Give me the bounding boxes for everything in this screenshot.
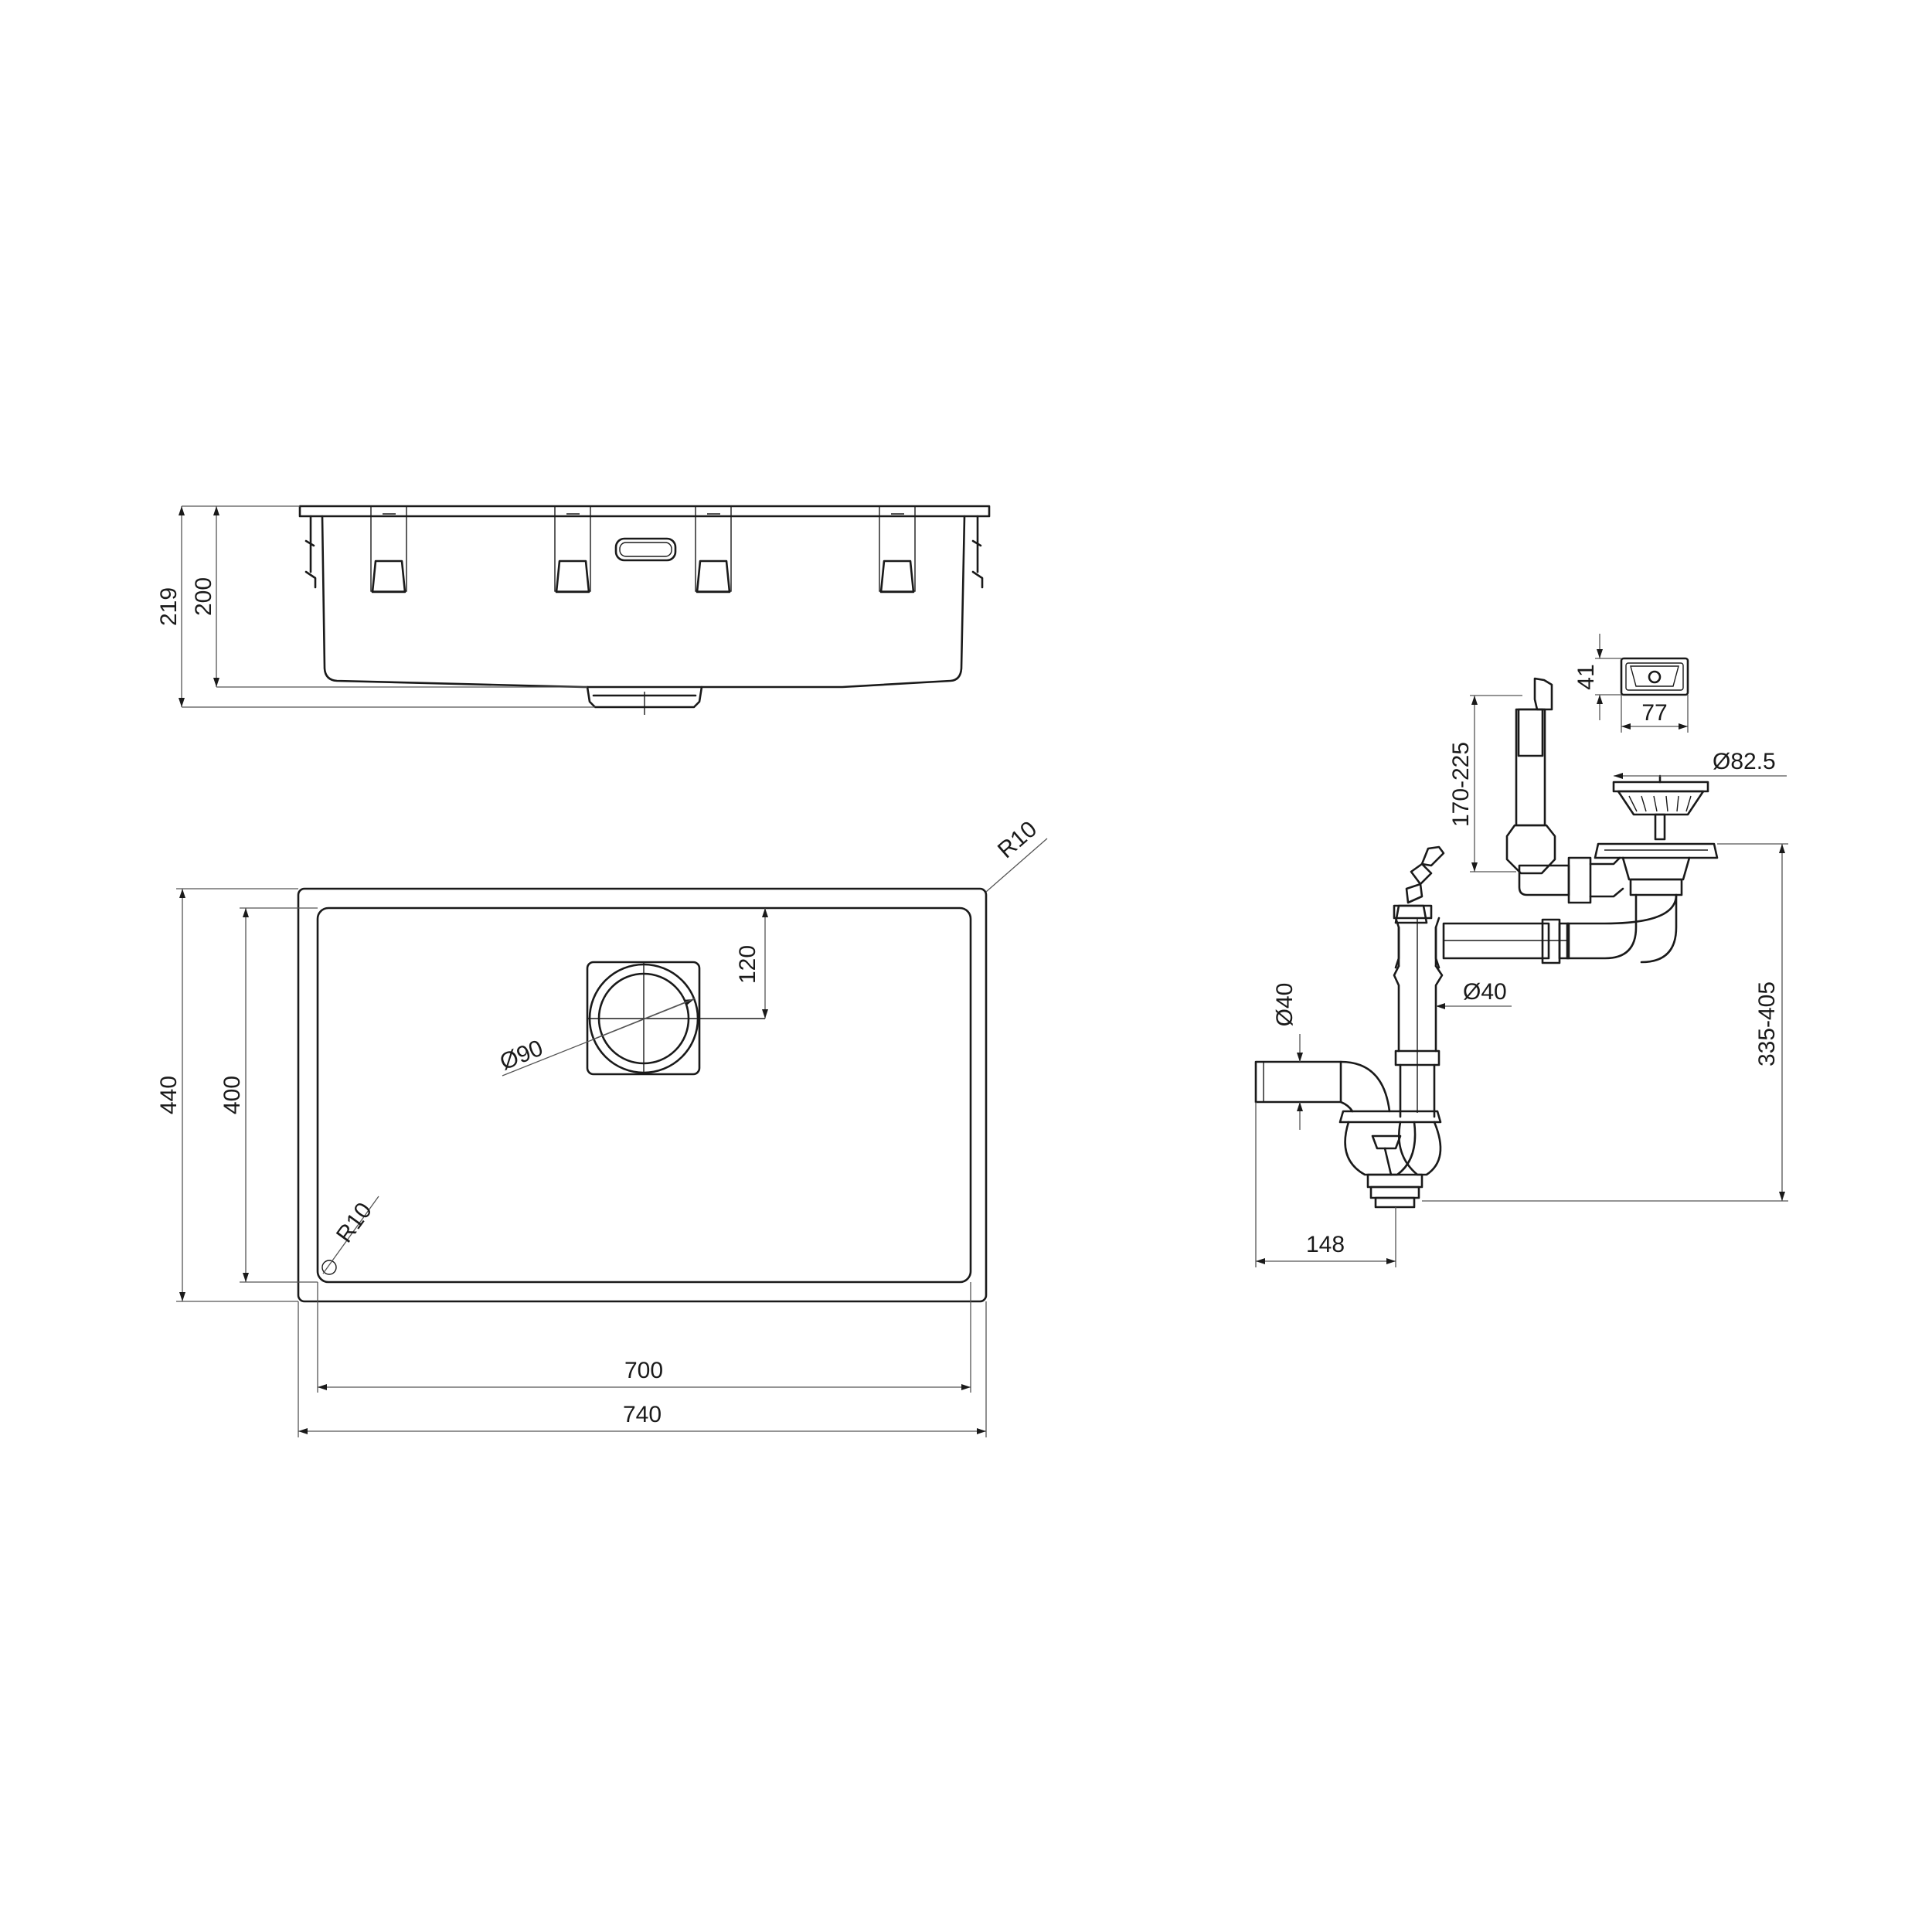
branch-pipe bbox=[1442, 918, 1570, 964]
overflow-connector bbox=[1567, 856, 1624, 904]
dim-219: 219 bbox=[156, 587, 182, 626]
dim-440: 440 bbox=[156, 1076, 182, 1114]
mounting-bracket bbox=[695, 505, 732, 594]
dim-148: 148 bbox=[1306, 1232, 1345, 1257]
mounting-bracket bbox=[554, 505, 591, 594]
dim-700: 700 bbox=[624, 1358, 663, 1383]
dim-400: 400 bbox=[219, 1076, 245, 1114]
overflow-hose bbox=[1505, 677, 1570, 896]
dim-41: 41 bbox=[1573, 664, 1599, 689]
drain-body bbox=[1566, 842, 1719, 964]
strainer-basket bbox=[1612, 774, 1709, 841]
dim-740: 740 bbox=[623, 1402, 662, 1427]
sink-inner-bowl bbox=[316, 906, 972, 1284]
side-clip-left bbox=[304, 515, 317, 589]
top-view: R10 R10 120 Ø90 440 400 700 740 bbox=[156, 816, 1048, 1437]
dim-170-225: 170-225 bbox=[1448, 742, 1474, 827]
outlet-elbow bbox=[1254, 1060, 1391, 1113]
label-strainer-diameter: Ø82.5 bbox=[1713, 749, 1776, 774]
label-outlet-diameter: Ø40 bbox=[1272, 983, 1298, 1027]
dim-77: 77 bbox=[1641, 700, 1667, 726]
dim-200: 200 bbox=[191, 577, 216, 616]
dim-335-405: 335-405 bbox=[1754, 981, 1780, 1066]
mounting-bracket bbox=[370, 505, 407, 594]
dim-120: 120 bbox=[735, 945, 760, 984]
bottle-trap bbox=[1338, 1110, 1442, 1209]
siphon-assembly: 41 77 170-225 Ø82.5 bbox=[1254, 634, 1788, 1267]
sink-outer-rim bbox=[297, 887, 988, 1303]
vertical-pipe bbox=[1393, 904, 1444, 1118]
side-bowl bbox=[321, 515, 966, 689]
mounting-bracket bbox=[879, 505, 916, 594]
label-r10-outer: R10 bbox=[993, 816, 1042, 863]
side-view: 219 200 bbox=[156, 505, 991, 715]
dishwasher-nozzle bbox=[1394, 845, 1445, 924]
label-r10-inner: R10 bbox=[332, 1198, 377, 1247]
overflow-slot bbox=[614, 537, 677, 562]
side-rim bbox=[298, 505, 991, 518]
overflow-cover bbox=[1620, 657, 1689, 696]
side-clip-right bbox=[971, 515, 984, 589]
label-drain-diameter: Ø90 bbox=[496, 1036, 546, 1076]
label-pipe-diameter: Ø40 bbox=[1463, 979, 1507, 1005]
